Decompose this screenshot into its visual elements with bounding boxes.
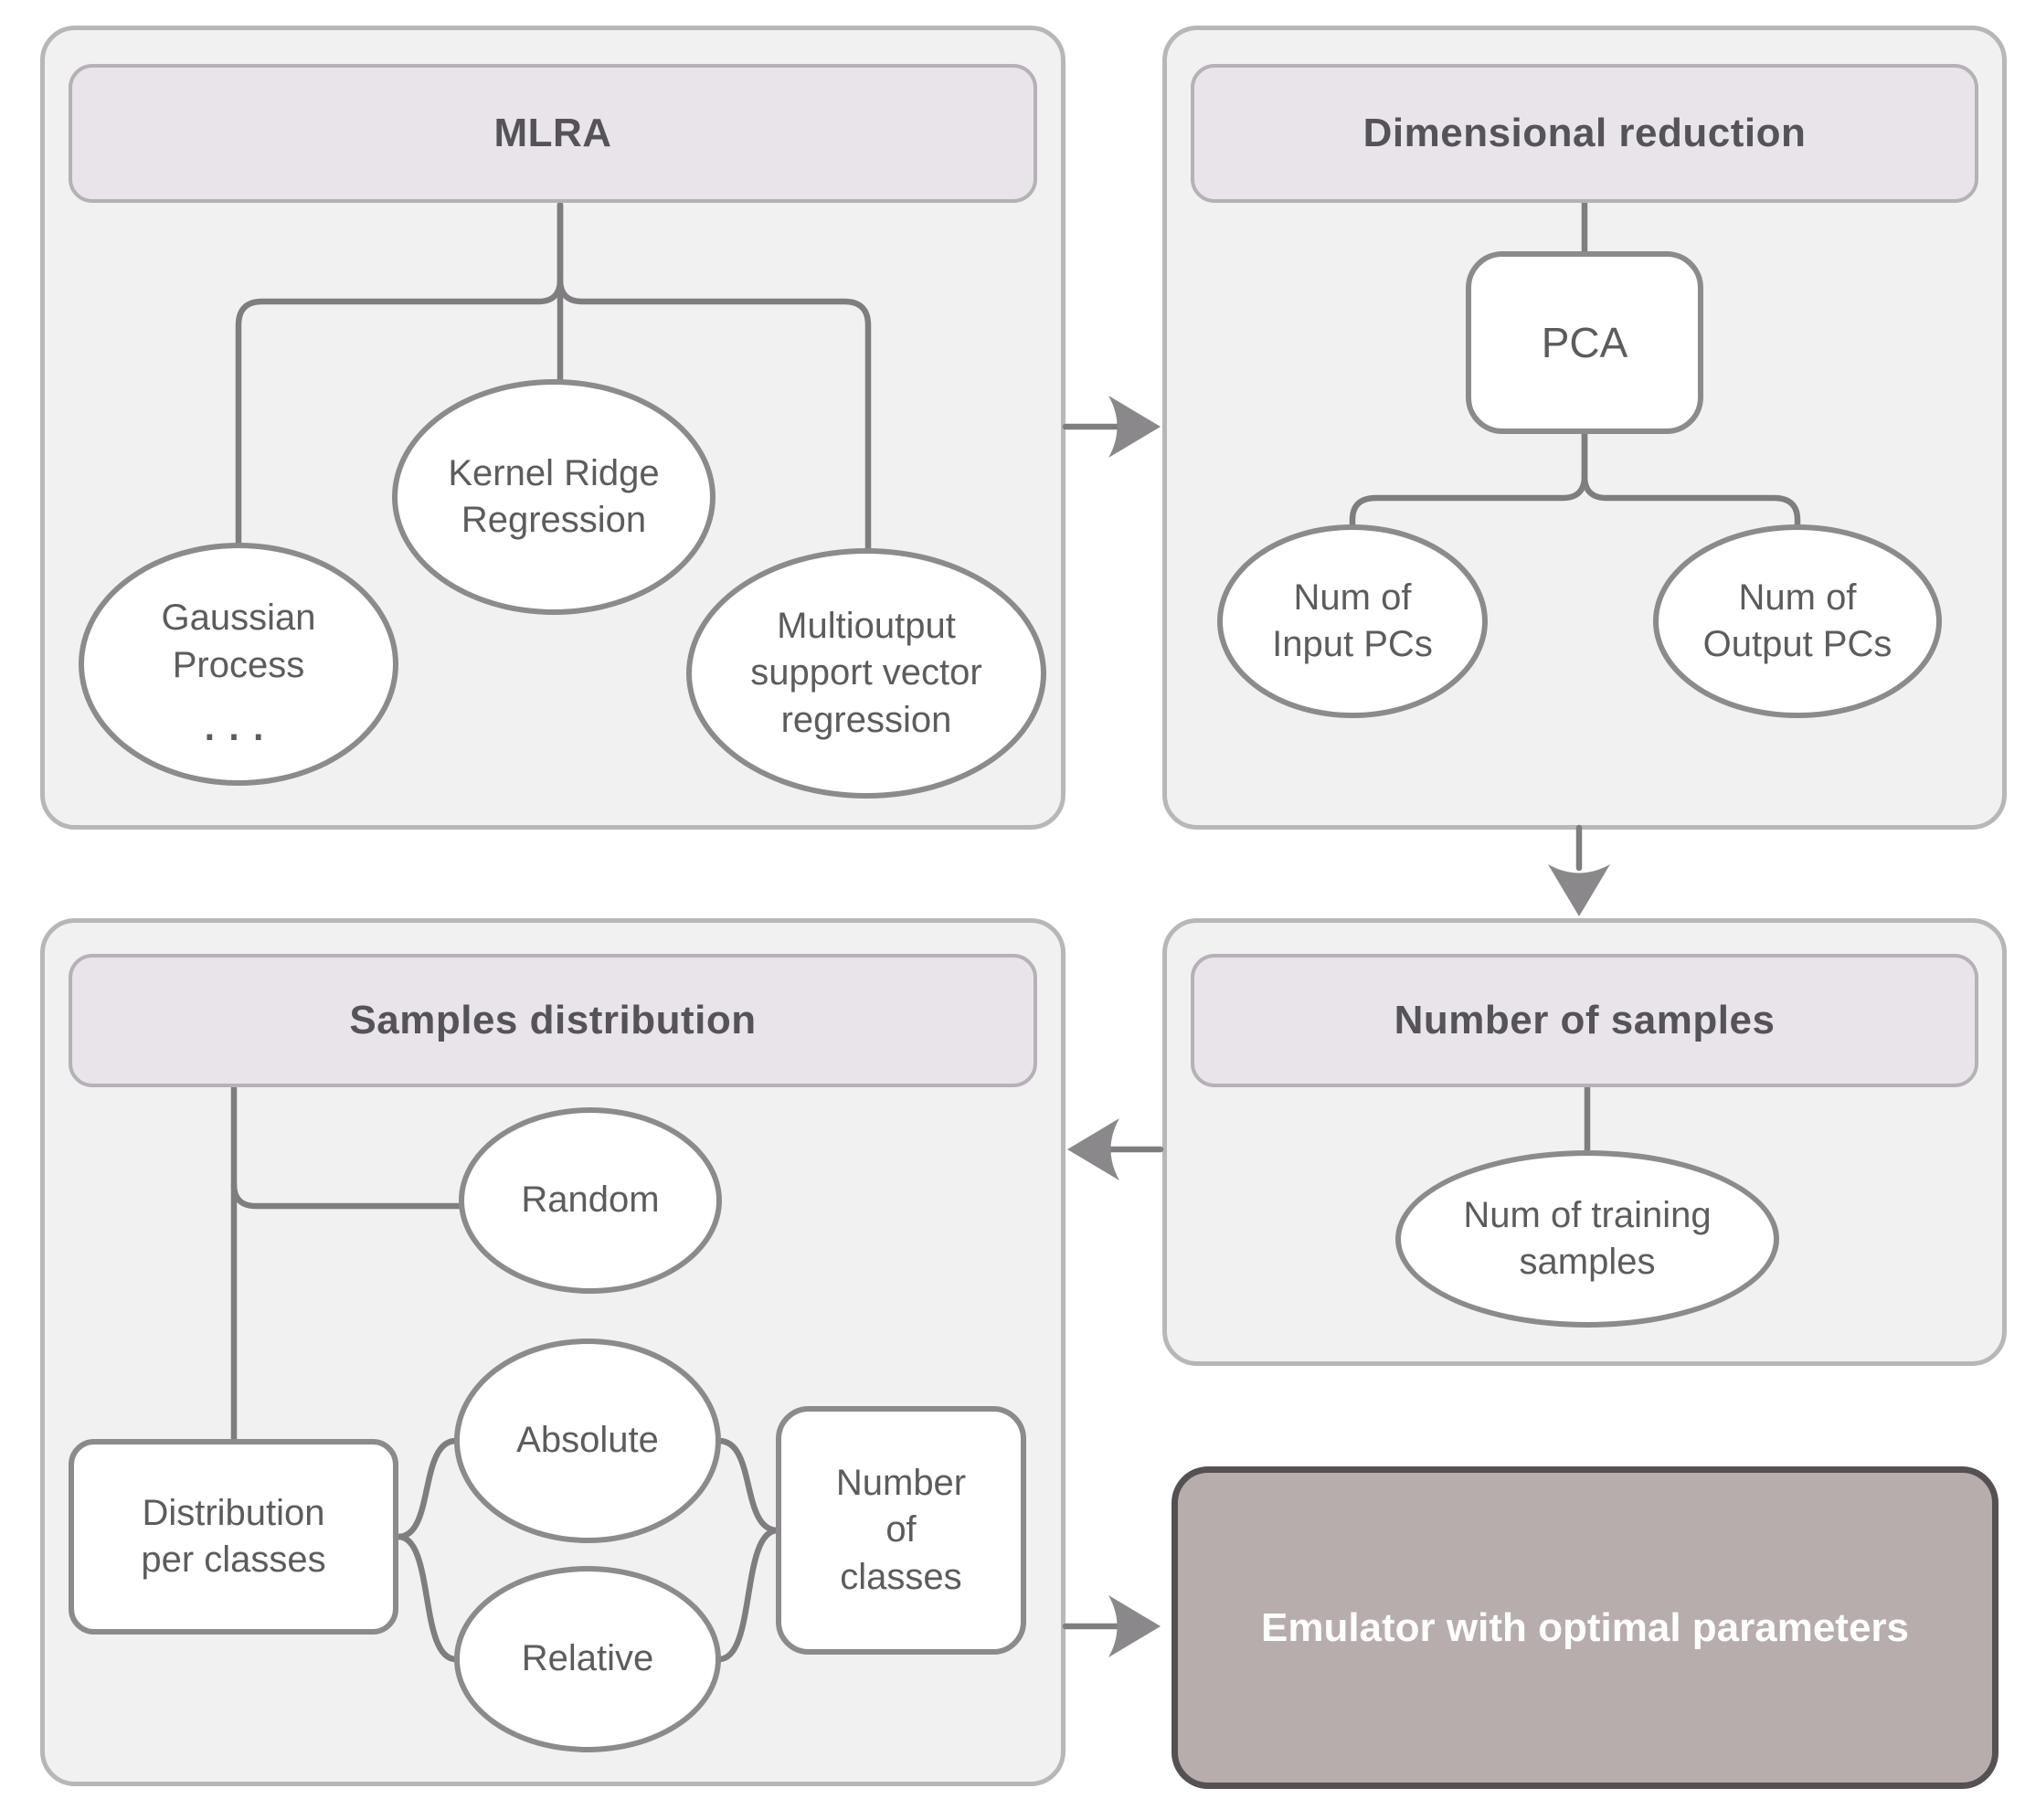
kernel-ridge-regression-label: Kernel Ridge Regression xyxy=(448,452,660,540)
num-output-pcs-label: Num of Output PCs xyxy=(1702,577,1892,664)
absolute-label: Absolute xyxy=(516,1420,659,1461)
node-gaussian-process: Gaussian Process ... xyxy=(79,543,398,786)
connector-distclasses-to-absolute xyxy=(395,1437,460,1540)
arrow-samplesdist-to-emulator-head xyxy=(1108,1595,1161,1657)
connector-stem-to-random xyxy=(230,1180,464,1210)
num-training-samples-label: Num of training samples xyxy=(1463,1194,1712,1282)
node-num-training-samples: Num of training samples xyxy=(1395,1150,1779,1328)
node-random: Random xyxy=(459,1107,722,1294)
node-kernel-ridge-regression: Kernel Ridge Regression xyxy=(392,379,716,615)
connector-pca-to-output-pcs xyxy=(1581,429,1801,530)
samples-distribution-header: Samples distribution xyxy=(69,954,1037,1087)
node-distribution-per-classes: Distribution per classes xyxy=(69,1439,398,1635)
number-of-samples-title: Number of samples xyxy=(1394,998,1776,1042)
gaussian-process-ellipsis: ... xyxy=(201,690,275,752)
node-number-of-classes: Number of classes xyxy=(776,1406,1026,1655)
node-absolute: Absolute xyxy=(454,1339,721,1543)
gaussian-process-label: Gaussian Process xyxy=(161,598,316,685)
number-of-classes-label: Number of classes xyxy=(835,1463,967,1597)
arrow-mlra-to-dimred-head xyxy=(1108,396,1161,458)
connector-pca-to-input-pcs xyxy=(1349,429,1588,530)
dimensional-reduction-header: Dimensional reduction xyxy=(1191,64,1978,203)
mlra-header: MLRA xyxy=(69,64,1037,203)
number-of-samples-header: Number of samples xyxy=(1191,954,1978,1087)
node-pca: PCA xyxy=(1466,251,1703,434)
node-num-input-pcs: Num of Input PCs xyxy=(1217,524,1488,718)
relative-label: Relative xyxy=(521,1638,654,1679)
node-num-output-pcs: Num of Output PCs xyxy=(1653,524,1942,718)
node-multioutput-svr: Multioutput support vector regression xyxy=(686,548,1046,799)
connector-relative-to-numclasses xyxy=(716,1527,781,1663)
connector-absolute-to-numclasses xyxy=(716,1437,781,1534)
node-relative: Relative xyxy=(454,1566,721,1752)
arrow-dimred-to-numsamples-head xyxy=(1548,864,1610,916)
emulator-label: Emulator with optimal parameters xyxy=(1260,1604,1910,1650)
dimensional-reduction-title: Dimensional reduction xyxy=(1362,111,1807,155)
connector-distclasses-to-relative xyxy=(395,1533,460,1663)
num-input-pcs-label: Num of Input PCs xyxy=(1272,577,1433,664)
samples-distribution-title: Samples distribution xyxy=(349,998,757,1042)
multioutput-svr-label: Multioutput support vector regression xyxy=(750,606,982,740)
arrow-numsamples-to-samplesdist-head xyxy=(1067,1118,1119,1180)
random-label: Random xyxy=(521,1180,660,1221)
emulator-result-box: Emulator with optimal parameters xyxy=(1172,1466,1998,1789)
pca-label: PCA xyxy=(1541,318,1628,366)
distribution-per-classes-label: Distribution per classes xyxy=(141,1492,326,1580)
mlra-title: MLRA xyxy=(493,111,612,155)
